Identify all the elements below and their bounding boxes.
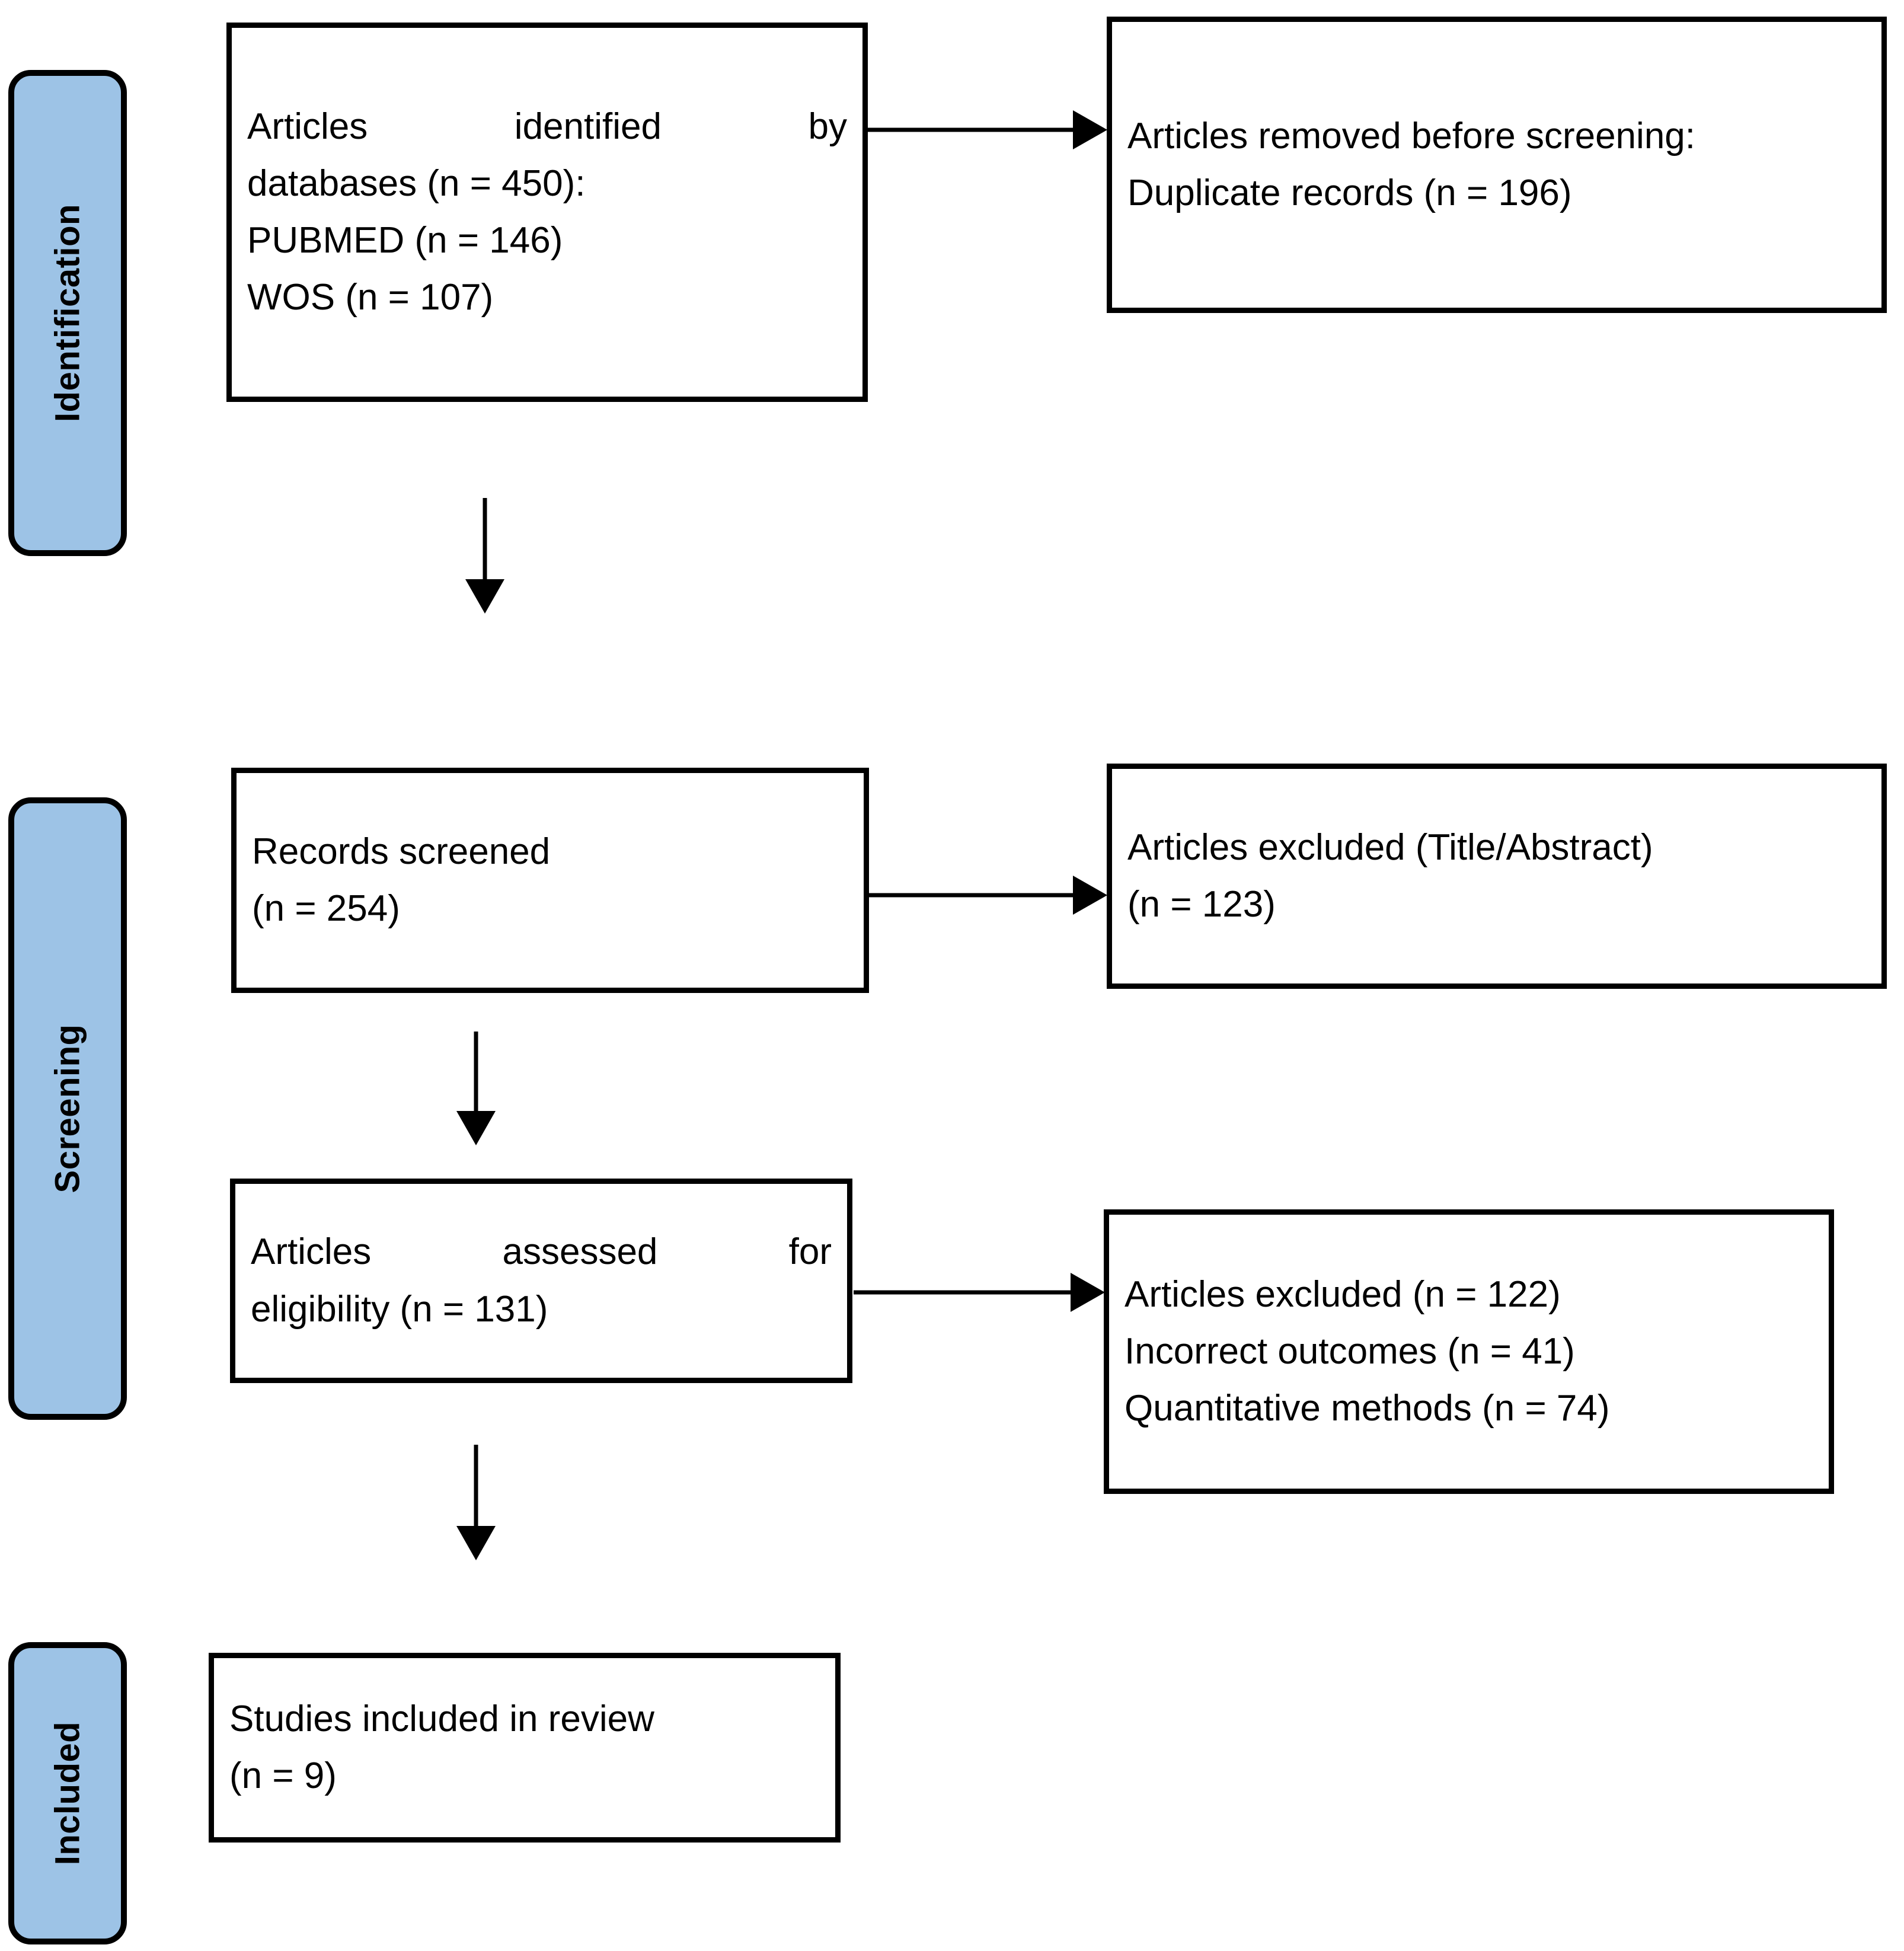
arrow-shaft bbox=[474, 1032, 478, 1111]
box-line: Incorrect outcomes (n = 41) bbox=[1124, 1330, 1575, 1372]
box-line: databases (n = 450): bbox=[247, 162, 586, 204]
box-line: (n = 123) bbox=[1127, 884, 1276, 925]
box-removed-before-screening: Articles removed before screening: Dupli… bbox=[1107, 17, 1887, 313]
box-line: Articles assessed for bbox=[251, 1231, 832, 1273]
arrow-screened-to-assessed bbox=[456, 1032, 496, 1145]
arrow-head bbox=[1073, 876, 1107, 915]
box-excluded-title-abstract: Articles excluded (Title/Abstract) (n = … bbox=[1107, 764, 1887, 989]
box-assessed-eligibility: Articles assessed for eligibility (n = 1… bbox=[230, 1179, 852, 1383]
arrow-shaft bbox=[854, 1290, 1071, 1295]
box-line: Articles identified by bbox=[247, 106, 847, 147]
stage-pill-screening: Screening bbox=[8, 797, 127, 1420]
arrow-identification-to-screened bbox=[465, 498, 504, 614]
arrow-shaft bbox=[474, 1445, 478, 1526]
arrow-head bbox=[1073, 110, 1107, 149]
box-studies-included: Studies included in review (n = 9) bbox=[209, 1653, 841, 1843]
stage-pill-identification: Identification bbox=[8, 70, 127, 556]
stage-label-identification: Identification bbox=[48, 204, 87, 422]
box-line: Articles removed before screening: bbox=[1127, 115, 1696, 157]
box-excluded-fulltext: Articles excluded (n = 122) Incorrect ou… bbox=[1104, 1209, 1834, 1494]
box-line: (n = 9) bbox=[229, 1755, 337, 1796]
stage-label-screening: Screening bbox=[48, 1024, 87, 1193]
arrow-shaft bbox=[868, 127, 1073, 132]
box-line: (n = 254) bbox=[252, 888, 400, 929]
box-identification-source: Articles identified by databases (n = 45… bbox=[226, 23, 868, 402]
arrow-head bbox=[1071, 1273, 1105, 1312]
box-line: WOS (n = 107) bbox=[247, 277, 494, 318]
arrow-head bbox=[456, 1526, 496, 1560]
box-line: Quantitative methods (n = 74) bbox=[1124, 1388, 1610, 1429]
arrow-assessed-to-excluded-fulltext bbox=[854, 1273, 1105, 1312]
arrow-identification-to-removed bbox=[868, 110, 1107, 149]
box-line: Records screened bbox=[252, 831, 551, 872]
box-records-screened: Records screened (n = 254) bbox=[231, 768, 869, 993]
arrow-screened-to-excluded-title-abstract bbox=[869, 876, 1107, 915]
box-line: Articles excluded (n = 122) bbox=[1124, 1273, 1561, 1315]
arrow-head bbox=[465, 579, 504, 614]
arrow-head bbox=[456, 1111, 496, 1145]
box-line: Studies included in review bbox=[229, 1698, 654, 1739]
arrow-shaft bbox=[869, 893, 1073, 898]
stage-pill-included: Included bbox=[8, 1642, 127, 1944]
box-line: eligibility (n = 131) bbox=[251, 1288, 548, 1330]
box-line: PUBMED (n = 146) bbox=[247, 220, 563, 261]
box-line: Duplicate records (n = 196) bbox=[1127, 173, 1572, 213]
arrow-shaft bbox=[483, 498, 487, 579]
stage-label-included: Included bbox=[48, 1721, 87, 1866]
box-line: Articles excluded (Title/Abstract) bbox=[1127, 826, 1653, 868]
arrow-assessed-to-included bbox=[456, 1445, 496, 1560]
